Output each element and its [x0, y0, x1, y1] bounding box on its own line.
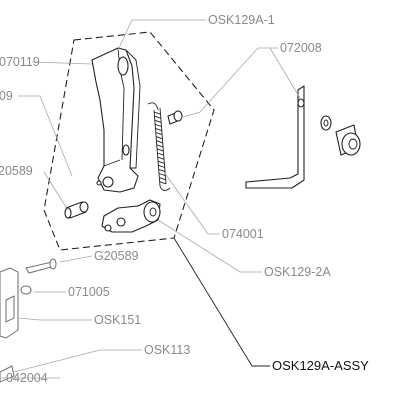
label-osk129a-1: OSK129A-1	[208, 13, 275, 27]
lever-small-dot	[96, 180, 102, 186]
label-042004: 042004	[6, 371, 48, 385]
cam-pin-tip	[104, 224, 112, 232]
spring-coil	[157, 152, 164, 156]
part-washer-right	[320, 115, 332, 131]
part-074001-spring	[147, 102, 171, 191]
spring-coil	[154, 115, 161, 119]
spring-coil	[157, 156, 165, 160]
label-074001: 074001	[222, 227, 264, 241]
spring-coil	[159, 177, 166, 181]
label-070119: 070119	[0, 55, 40, 69]
part-g20589-head	[49, 258, 57, 270]
leader-lines	[0, 19, 301, 379]
label-osk129a-assy: OSK129A-ASSY	[272, 358, 369, 373]
socket-screw-recess	[348, 138, 358, 150]
label-071005: 071005	[68, 285, 110, 299]
part-small-screw	[167, 110, 183, 125]
cam-hole	[116, 217, 126, 227]
label-20589: 20589	[0, 164, 33, 178]
part-072008-bracket	[245, 85, 305, 189]
bracket-hole	[297, 98, 305, 108]
label-009: 009	[0, 89, 13, 103]
label-osk151: OSK151	[94, 313, 141, 327]
lever-mid-hole	[122, 144, 130, 156]
part-socket-screw-head	[341, 132, 361, 156]
spring-coil	[157, 160, 165, 164]
part-20589-pin	[64, 201, 89, 219]
spring-coil	[158, 173, 166, 177]
part-osk151-side	[5, 295, 15, 323]
right-bracket-assembly	[245, 85, 361, 189]
spring-coil	[155, 127, 162, 132]
spring-coil	[158, 168, 166, 173]
part-osk129-2a-cam	[101, 199, 161, 233]
spring-coil	[156, 144, 164, 148]
spring-coil	[154, 123, 162, 127]
part-labels: OSK129A-1 070119 072008 009 20589 074001…	[0, 13, 369, 385]
label-g20589: G20589	[94, 249, 139, 263]
spring-coil	[156, 140, 163, 144]
assembly-leader-line	[173, 237, 270, 367]
spring-coil	[153, 111, 161, 115]
spring-coil	[158, 164, 165, 168]
lever-pivot-hole	[102, 176, 114, 188]
spring-coil	[155, 136, 163, 140]
label-osk129-2a: OSK129-2A	[264, 265, 331, 279]
part-osk129a-1-lever	[91, 47, 141, 193]
spring-coil	[155, 132, 163, 136]
label-osk113: OSK113	[144, 343, 190, 357]
spring-coil	[159, 181, 167, 185]
spring-coil	[156, 148, 164, 152]
washer-right-hole	[323, 119, 329, 127]
lever-top-slot	[117, 56, 129, 76]
part-071005-washer	[20, 285, 32, 295]
spring-coil	[154, 119, 162, 123]
label-072008: 072008	[280, 41, 322, 55]
